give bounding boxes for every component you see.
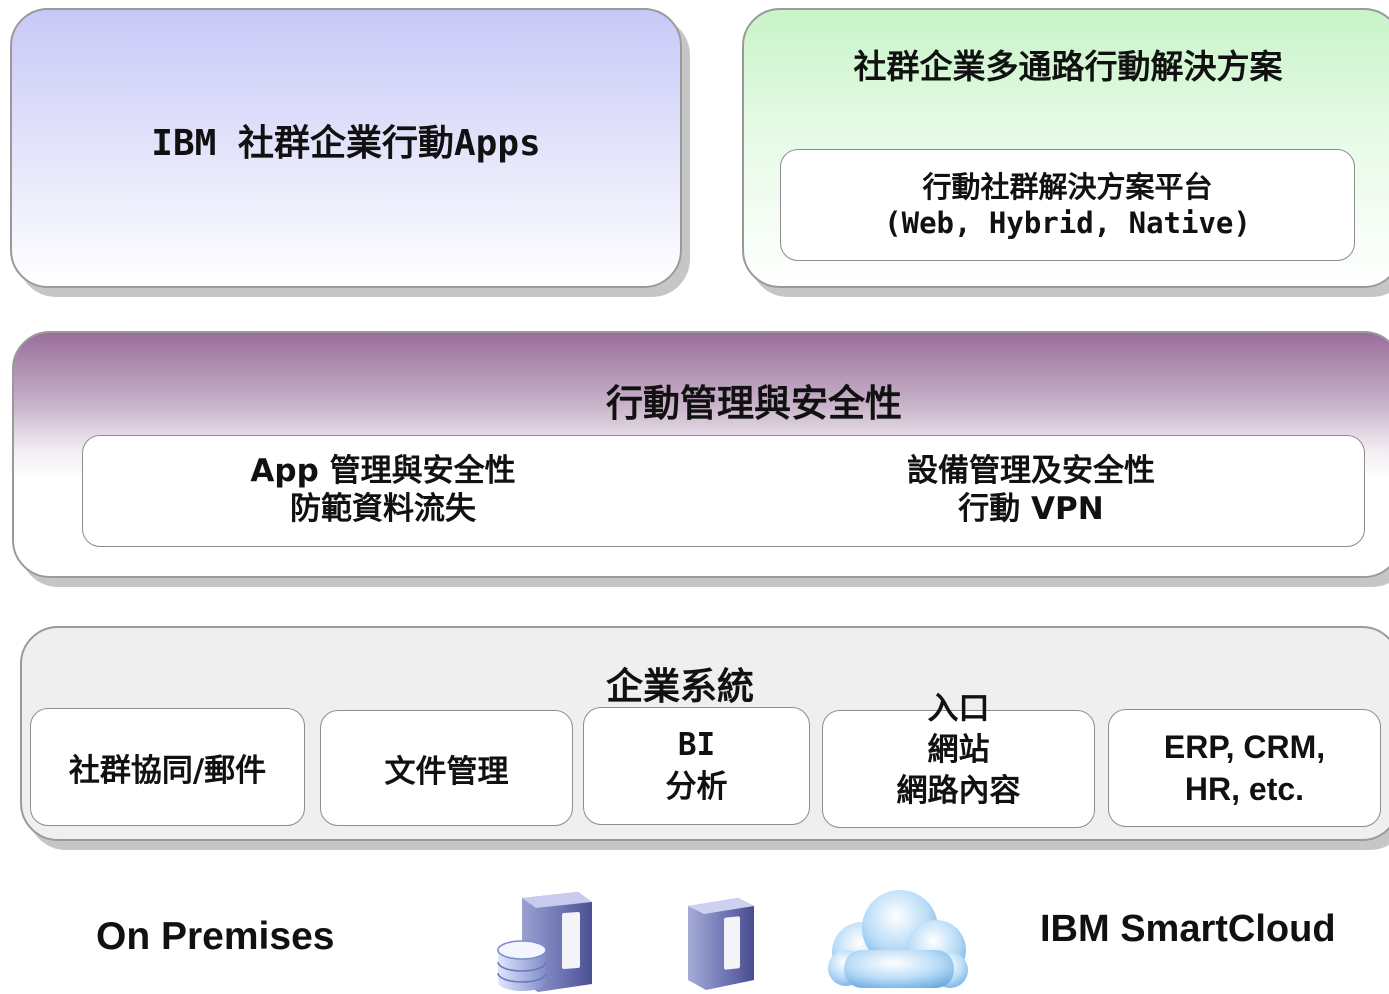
data-loss-prevention-label: 防範資料流失 xyxy=(290,491,476,527)
bi-analytics-box: BI 分析 xyxy=(583,707,810,825)
device-management-label: 設備管理及安全性 xyxy=(907,453,1155,489)
hr-etc-label: HR, etc. xyxy=(1184,771,1305,807)
erp-crm-label: ERP, CRM, xyxy=(1163,729,1326,765)
mobile-platform-box: 行動社群解決方案平台 (Web, Hybrid, Native) xyxy=(780,149,1355,261)
multichannel-panel: 社群企業多通路行動解決方案 行動社群解決方案平台 (Web, Hybrid, N… xyxy=(742,8,1389,288)
app-management-label: App 管理與安全性 xyxy=(250,453,516,489)
apps-panel-title: IBM 社群企業行動Apps xyxy=(151,123,541,164)
multichannel-panel-title: 社群企業多通路行動解決方案 xyxy=(853,47,1283,86)
cloud-icon xyxy=(828,890,968,988)
mobile-vpn-label: 行動 VPN xyxy=(958,491,1104,527)
bi-label: BI xyxy=(677,727,716,763)
server-database-icon xyxy=(497,892,592,992)
collaboration-mail-label: 社群協同/郵件 xyxy=(68,752,267,789)
portal-web-content-box: 入口 網站 網路內容 xyxy=(822,691,1095,828)
mobile-management-inner: App 管理與安全性 防範資料流失 設備管理及安全性 行動 VPN xyxy=(82,435,1365,547)
analytics-label: 分析 xyxy=(665,769,728,805)
document-management-label: 文件管理 xyxy=(384,753,509,790)
website-label: 網站 xyxy=(927,732,990,768)
device-management-group: 設備管理及安全性 行動 VPN xyxy=(891,452,1171,528)
document-management-box: 文件管理 xyxy=(320,710,573,826)
smartcloud-label: IBM SmartCloud xyxy=(1040,908,1336,950)
mobile-management-title: 行動管理與安全性 xyxy=(606,382,902,425)
portal-label: 入口 xyxy=(927,691,990,727)
app-management-group: App 管理與安全性 防範資料流失 xyxy=(243,452,523,528)
erp-crm-hr-box: ERP, CRM, HR, etc. xyxy=(1108,709,1381,827)
mobile-platform-types: (Web, Hybrid, Native) xyxy=(884,206,1251,240)
mobile-management-panel: 行動管理與安全性 App 管理與安全性 防範資料流失 設備管理及安全性 行動 V… xyxy=(12,331,1389,578)
web-content-label: 網路內容 xyxy=(896,773,1021,809)
mobile-platform-label: 行動社群解決方案平台 xyxy=(922,170,1213,204)
enterprise-systems-panel: 企業系統 社群協同/郵件 文件管理 BI 分析 入口 網站 網路內容 ERP, … xyxy=(20,626,1389,841)
collaboration-mail-box: 社群協同/郵件 xyxy=(30,708,305,826)
apps-panel: IBM 社群企業行動Apps xyxy=(10,8,682,288)
on-premises-label: On Premises xyxy=(96,915,335,958)
server-icon xyxy=(688,898,754,990)
enterprise-systems-title: 企業系統 xyxy=(606,665,754,708)
